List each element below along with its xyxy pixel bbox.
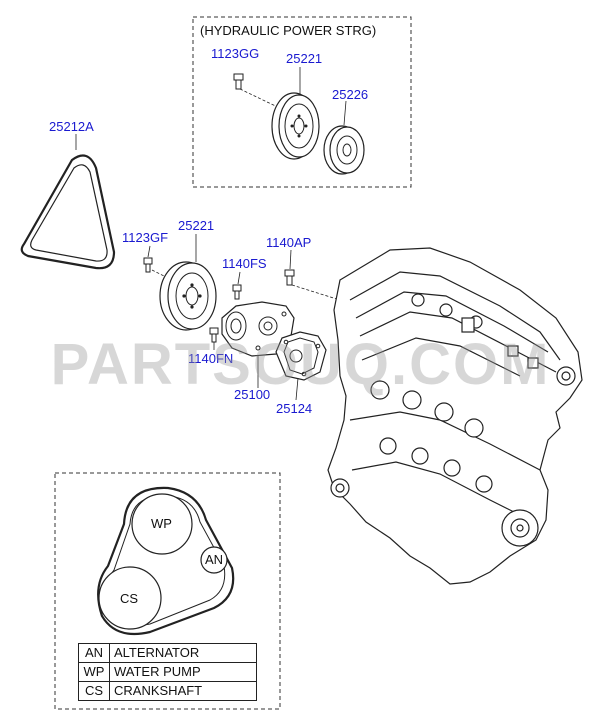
legend-table: AN ALTERNATOR WP WATER PUMP CS CRANKSHAF… (78, 643, 257, 701)
part-number-bolt-fn[interactable]: 1140FN (188, 351, 234, 366)
legend-code: AN (78, 643, 110, 663)
leader-bolt-fs (237, 271, 241, 285)
bolt-ap[interactable] (284, 269, 295, 286)
belt-routing-frame (54, 472, 281, 710)
pulley-main[interactable] (159, 261, 217, 331)
drive-belt[interactable] (20, 154, 116, 270)
part-number-belt[interactable]: 25212A (49, 119, 94, 134)
legend-name: WATER PUMP (109, 662, 257, 682)
legend-name: ALTERNATOR (109, 643, 257, 663)
legend-row: CS CRANKSHAFT (78, 681, 257, 701)
part-number-water-pump[interactable]: 25100 (234, 387, 271, 402)
belt-label-cs: CS (120, 591, 139, 606)
part-number-bolt-top[interactable]: 1123GG (211, 46, 260, 61)
part-number-pulley-ps[interactable]: 25226 (332, 87, 369, 102)
legend-code: CS (78, 681, 110, 701)
part-number-gasket[interactable]: 25124 (276, 401, 313, 416)
part-number-bolt-ap[interactable]: 1140AP (266, 235, 312, 250)
belt-label-wp: WP (151, 516, 172, 531)
bolt-fs[interactable] (232, 284, 242, 300)
gasket[interactable] (275, 331, 327, 381)
part-number-pulley-main[interactable]: 25221 (178, 218, 215, 233)
part-number-bolt-left[interactable]: 1123GF (122, 230, 169, 245)
part-number-bolt-fs[interactable]: 1140FS (222, 256, 267, 271)
bolt-top[interactable] (233, 73, 244, 90)
engine-block (327, 247, 583, 585)
leader-bolt-top (239, 88, 289, 113)
leader-pulley-ps (343, 100, 347, 126)
leader-bolt-ap-axis (291, 284, 341, 301)
legend-name: CRANKSHAFT (109, 681, 257, 701)
hydraulic-box-frame (192, 16, 412, 188)
part-number-pulley-top[interactable]: 25221 (286, 51, 323, 66)
bolt-left[interactable] (143, 257, 153, 273)
legend-row: AN ALTERNATOR (78, 643, 257, 663)
hydraulic-box-title: (HYDRAULIC POWER STRG) (200, 23, 377, 38)
leader-gasket (295, 377, 299, 401)
belt-routing (97, 486, 235, 636)
legend-row: WP WATER PUMP (78, 662, 257, 682)
belt-label-an: AN (205, 552, 224, 567)
legend-code: WP (78, 662, 110, 682)
water-pump[interactable] (221, 301, 295, 357)
pulley-top[interactable] (271, 92, 320, 160)
pulley-ps[interactable] (323, 125, 365, 175)
watermark: PARTSOUQ.COM (50, 332, 551, 397)
leader-bolt-left (147, 245, 151, 258)
leader-bolt-ap (289, 249, 292, 270)
